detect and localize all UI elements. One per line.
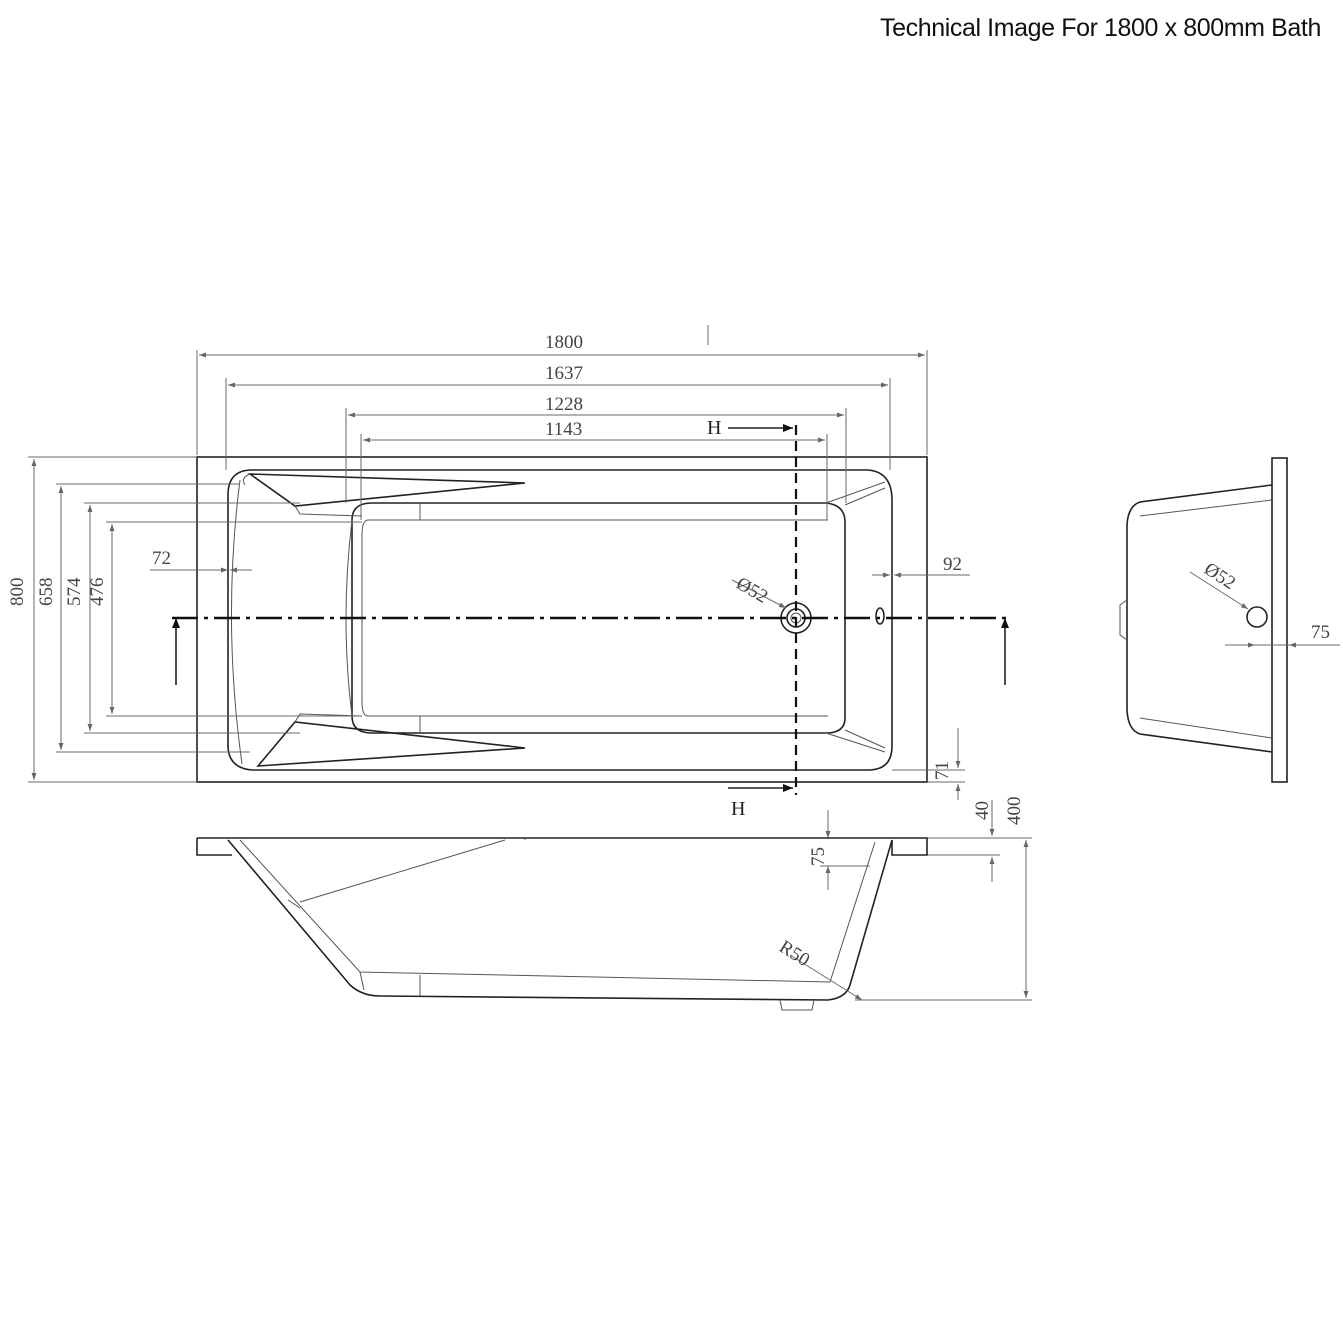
dim-1637: 1637 [545,363,583,384]
plan-outer-rim [196,456,928,783]
end-view-profile [1126,484,1273,753]
section-label-bottom: H [731,798,745,820]
horizontal-dimensions: 1800 1637 1228 1143 72 92 [150,325,970,578]
end-view-waste [1246,606,1268,628]
plan-inner-basin [227,469,893,771]
vertical-dimensions: 800 658 574 476 71 40 400 75 [7,456,1032,1001]
dim-400: 400 [1004,797,1025,826]
backrest-wedge-bottom [256,721,526,767]
waste-callout: Ø52 [731,573,787,609]
dim-92: 92 [943,554,962,575]
dim-574: 574 [64,577,85,606]
dim-72: 72 [152,548,171,569]
dim-71: 71 [932,761,953,780]
dim-75-lip: 75 [808,847,829,866]
overflow [875,607,885,625]
dim-1143: 1143 [545,419,582,440]
plan-view: H H [172,417,1010,820]
dim-end-waste-diameter: Ø52 [1200,559,1239,594]
dim-476: 476 [87,578,108,607]
dim-waste-diameter: Ø52 [733,573,772,608]
dim-40: 40 [972,801,993,820]
backrest-wedge-top [247,473,526,507]
dim-end-75: 75 [1311,622,1330,643]
page-title: Technical Image For 1800 x 800mm Bath [880,14,1321,42]
dim-658: 658 [36,578,57,607]
dim-1800: 1800 [545,332,583,353]
end-view: Ø52 75 [1119,457,1340,783]
dim-800: 800 [7,578,28,607]
dim-1228: 1228 [545,394,583,415]
section-label-top: H [707,417,721,439]
